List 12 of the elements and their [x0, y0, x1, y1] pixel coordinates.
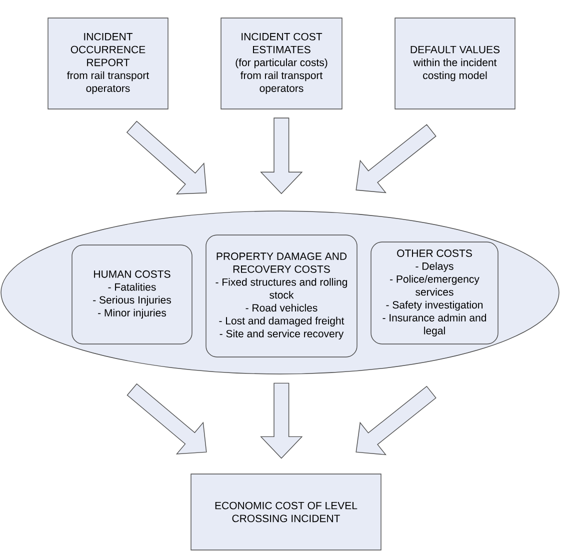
text-box: DEFAULT VALUES within the incident costing model [394, 18, 516, 110]
result-box: ECONOMIC COST OF LEVEL CROSSING INCIDENT [190, 474, 382, 550]
block-arrow [260, 118, 303, 194]
text-box: INCIDENT COST ESTIMATES (for particular costs) from rail transport operators [220, 18, 342, 110]
text-box: INCIDENT OCCURRENCE REPORT from rail transport operators [48, 18, 168, 110]
rounded-box: OTHER COSTS - Delays - Police/emergency services - Safety investigation - Insurance admin and legal [370, 242, 498, 344]
rounded-box: PROPERTY DAMAGE AND RECOVERY COSTS - Fixed structures and rolling stock - Road vehicles - Lost and damaged freight - Site and service recovery [206, 234, 358, 358]
block-arrow [260, 382, 303, 459]
rounded-box: HUMAN COSTS - Fatalities - Serious Injuries - Minor injuries [72, 244, 192, 344]
block-arrow [356, 386, 436, 456]
block-arrow [126, 383, 207, 454]
block-arrow [356, 124, 436, 194]
